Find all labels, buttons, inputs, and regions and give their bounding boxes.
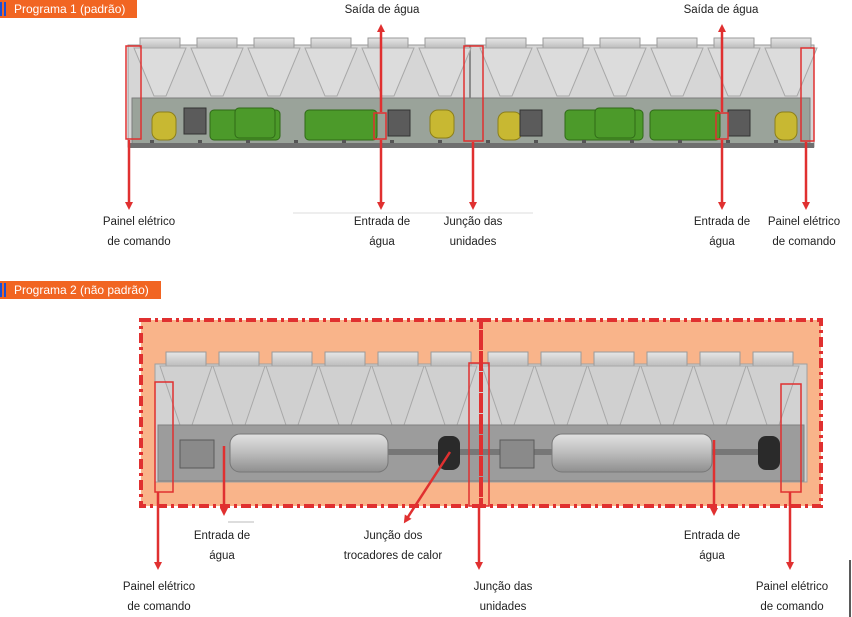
heat-exchanger-icon [229,433,389,473]
chiller-unit-program-1 [125,37,818,148]
fan-icon [587,351,641,426]
fan-icon [650,37,704,97]
inlet-box-left [373,112,387,140]
fan-icon [481,351,535,426]
compressor-icon [649,109,721,141]
compressor-icon [304,109,378,141]
compressor-icon [594,107,636,139]
fan-icon [318,351,372,426]
heat-exchanger-icon [551,433,713,473]
fan-icon [247,37,301,97]
panel-box-left [125,45,142,140]
compressor-icon [234,107,276,139]
vessel-icon [758,436,780,470]
pump-icon [387,109,411,137]
pump-icon [727,109,751,137]
tank-icon [429,109,455,139]
fan-icon [361,37,415,97]
unit-outline-right [479,318,823,508]
fan-icon [534,351,588,426]
tag-grip-icon [0,2,6,16]
tank-icon [497,111,523,141]
fan-icon [371,351,425,426]
pump-icon [183,107,207,135]
fan-icon [764,37,818,97]
program-2-tag: Programa 2 (não padrão) [0,281,161,299]
program-1-tag-label: Programa 1 (padrão) [14,2,126,16]
fan-icon [479,37,533,97]
program-1-arrows [125,24,810,210]
label-outlet-right: Saída de água [683,4,759,16]
tank-icon [151,111,177,141]
fan-icon [693,351,747,426]
tank-icon [774,111,798,141]
fan-icon [190,37,244,97]
label-outlet-left: Saída de água [344,4,420,16]
unit-outline-left [139,318,483,508]
fan-icon [418,37,472,97]
program-1-tag: Programa 1 (padrão) [0,0,138,18]
pump-icon [519,109,543,137]
junction-box [463,45,484,142]
program-2-tag-label: Programa 2 (não padrão) [14,283,149,297]
p2-panel-box-left [154,381,174,493]
fan-icon [593,37,647,97]
tag-grip-icon [0,283,6,297]
arrow-p2-hx-junction [403,451,452,524]
inlet-box-right [715,112,729,140]
pipe-manifold-icon [499,439,535,469]
chiller-unit-program-2 [139,318,823,508]
pipe-manifold-icon [179,439,215,469]
program-2-arrows [154,440,794,570]
fan-icon [133,37,187,97]
fan-icon [536,37,590,97]
fan-icon [304,37,358,97]
panel-box-right [800,47,815,142]
